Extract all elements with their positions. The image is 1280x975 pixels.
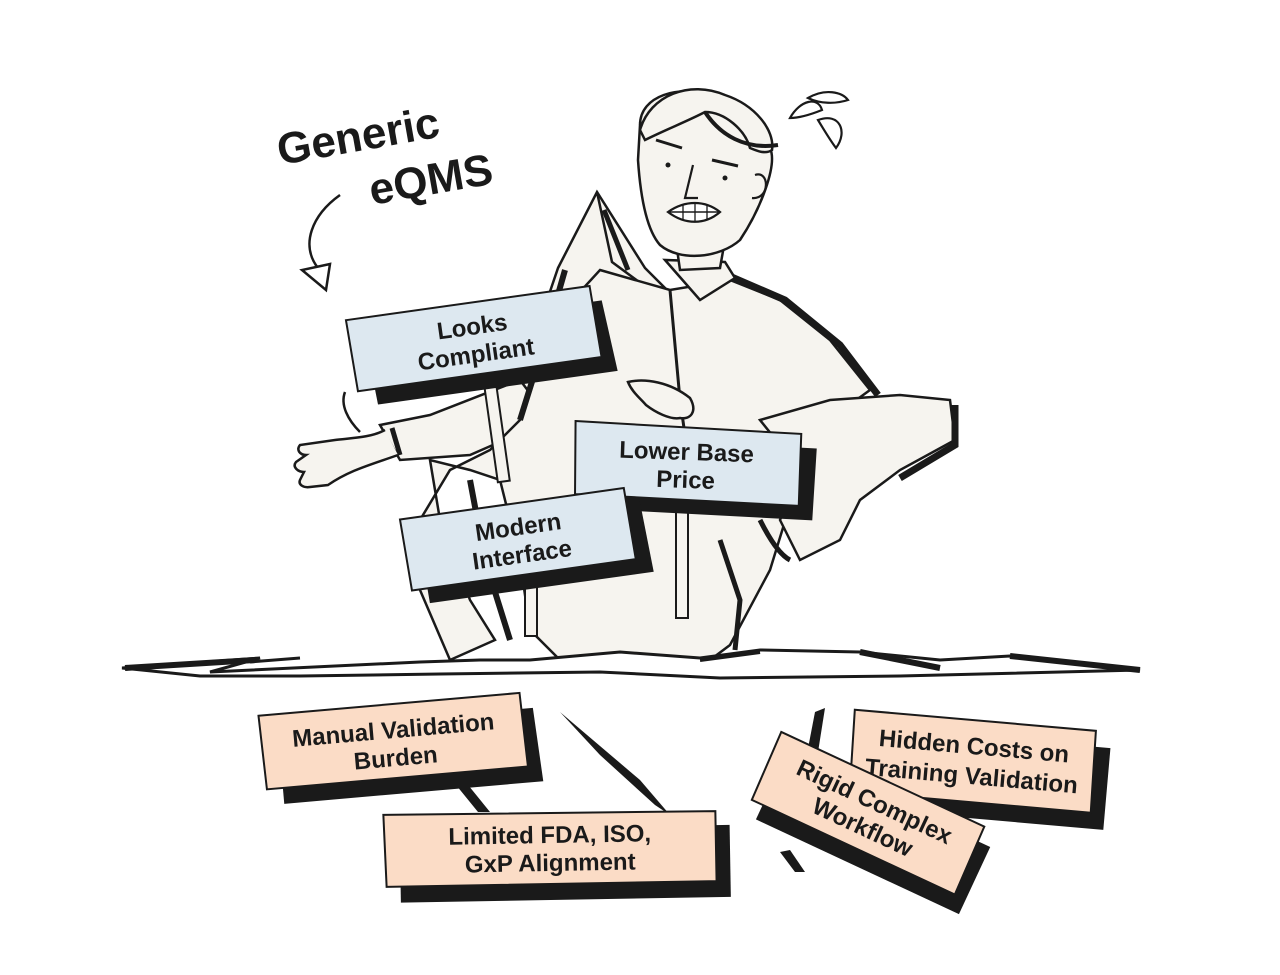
sign-looks-compliant: Looks Compliant <box>344 284 618 405</box>
hair <box>638 87 774 154</box>
curved-arrow-icon <box>299 193 341 293</box>
sign-lower-base-price: Lower Base Price <box>574 419 817 521</box>
heading-label: Generic eQMS <box>273 98 496 215</box>
sign-lower-base-price-line2: Price <box>656 466 716 495</box>
tag-rigid-workflow: Rigid Complex Workflow <box>750 730 991 915</box>
tag-manual-validation: Manual Validation Burden <box>257 691 544 804</box>
tag-limited-alignment-line2: GxP Alignment <box>465 849 636 879</box>
left-eye <box>665 162 671 168</box>
right-hand <box>626 379 695 420</box>
sweat-drops-icon <box>788 91 850 150</box>
left-hand <box>293 428 399 489</box>
right-eye <box>722 175 728 181</box>
tag-limited-alignment: Limited FDA, ISO, GxP Alignment <box>382 810 731 903</box>
sign-modern-interface: Modern Interface <box>398 486 654 604</box>
sign-lower-base-price-line1: Lower Base <box>619 437 755 469</box>
tag-limited-alignment-line1: Limited FDA, ISO, <box>448 820 651 851</box>
